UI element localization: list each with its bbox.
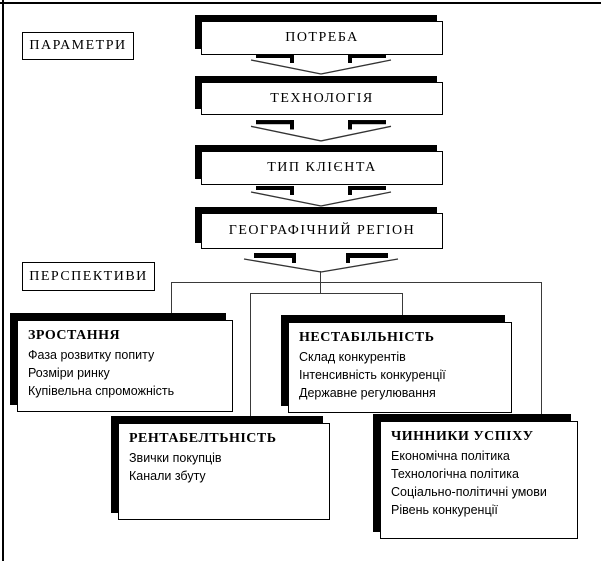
parameters-label: ПАРАМЕТРИ bbox=[22, 32, 134, 60]
connector-line bbox=[250, 293, 402, 294]
detail-box-profitability: РЕНТАБЕЛТЬНІСТЬ Звички покупців Канали з… bbox=[118, 423, 330, 520]
list-item: Розміри ринку bbox=[28, 366, 110, 380]
perspectives-label: ПЕРСПЕКТИВИ bbox=[22, 262, 155, 291]
detail-box-title: ЧИННИКИ УСПІХУ bbox=[391, 429, 534, 444]
frame-left-border bbox=[2, 0, 4, 561]
list-item: Склад конкурентів bbox=[299, 350, 406, 364]
frame-top-border bbox=[0, 2, 601, 4]
converging-arrows-icon bbox=[226, 119, 416, 142]
converging-arrows-icon bbox=[226, 251, 416, 273]
detail-box-items: Економічна політика Технологічна політик… bbox=[391, 447, 569, 519]
chain-box-technology: ТЕХНОЛОГІЯ bbox=[201, 82, 443, 115]
detail-box-title: НЕСТАБІЛЬНІСТЬ bbox=[299, 330, 435, 345]
converging-arrows-icon bbox=[226, 53, 416, 75]
list-item: Соціально-політичні умови bbox=[391, 485, 547, 499]
chain-box-client-type: ТИП КЛІЄНТА bbox=[201, 151, 443, 185]
connector-line bbox=[171, 282, 541, 283]
detail-box-success-factors: ЧИННИКИ УСПІХУ Економічна політика Техно… bbox=[380, 421, 578, 539]
connector-line bbox=[250, 293, 251, 417]
list-item: Економічна політика bbox=[391, 449, 510, 463]
connector-line bbox=[402, 293, 403, 316]
list-item: Рівень конкуренції bbox=[391, 503, 498, 517]
detail-box-growth: ЗРОСТАННЯ Фаза розвитку попиту Розміри р… bbox=[17, 320, 233, 412]
list-item: Фаза розвитку попиту bbox=[28, 348, 155, 362]
detail-box-items: Склад конкурентів Інтенсивність конкурен… bbox=[299, 348, 503, 402]
detail-box-instability: НЕСТАБІЛЬНІСТЬ Склад конкурентів Інтенси… bbox=[288, 322, 512, 413]
chain-box-geographic-region: ГЕОГРАФІЧНИЙ РЕГІОН bbox=[201, 213, 443, 249]
chain-box-need: ПОТРЕБА bbox=[201, 21, 443, 55]
list-item: Державне регулювання bbox=[299, 386, 436, 400]
list-item: Звички покупців bbox=[129, 451, 222, 465]
detail-box-items: Фаза розвитку попиту Розміри ринку Купів… bbox=[28, 346, 224, 400]
detail-box-items: Звички покупців Канали збуту bbox=[129, 449, 321, 485]
detail-box-title: ЗРОСТАННЯ bbox=[28, 328, 121, 343]
list-item: Інтенсивність конкуренції bbox=[299, 368, 446, 382]
list-item: Канали збуту bbox=[129, 469, 206, 483]
connector-line bbox=[541, 282, 542, 415]
converging-arrows-icon bbox=[226, 185, 416, 207]
list-item: Технологічна політика bbox=[391, 467, 519, 481]
detail-box-title: РЕНТАБЕЛТЬНІСТЬ bbox=[129, 431, 277, 446]
connector-line bbox=[171, 282, 172, 314]
list-item: Купівельна спроможність bbox=[28, 384, 175, 398]
